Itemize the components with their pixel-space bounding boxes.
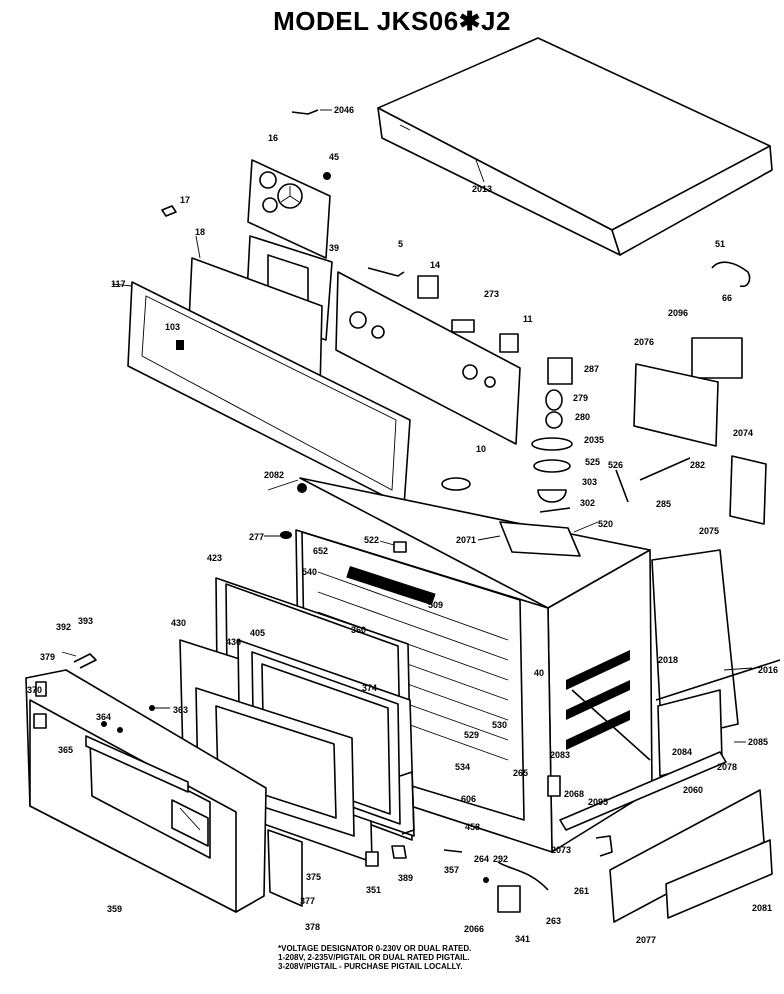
part-label: 45 (329, 152, 339, 162)
part-label: 302 (580, 498, 595, 508)
part-label: 66 (722, 293, 732, 303)
part-label: 351 (366, 885, 381, 895)
part-label: 39 (329, 243, 339, 253)
oven-door (25, 669, 267, 913)
part-label: 365 (58, 745, 73, 755)
part-label: 273 (484, 289, 499, 299)
part-label: 540 (302, 567, 317, 577)
part-label: 534 (455, 762, 470, 772)
part-label: 303 (582, 477, 597, 487)
part-label: 14 (430, 260, 440, 270)
part-label: 2078 (717, 762, 737, 772)
part-label: 2016 (758, 665, 778, 675)
part-label: 2076 (634, 337, 654, 347)
part-label: 2018 (658, 655, 678, 665)
part-label: 2066 (464, 924, 484, 934)
hinge-parts (33, 653, 561, 913)
side-panel (559, 549, 781, 923)
part-label: 2077 (636, 935, 656, 945)
part-label: 526 (608, 460, 623, 470)
diagram-title: MODEL JKS06✱J2 (273, 6, 511, 36)
part-label: 264 (474, 854, 489, 864)
part-label: 16 (268, 133, 278, 143)
note-line: 1-208V, 2-235V/PIGTAIL OR DUAL RATED PIG… (278, 953, 470, 962)
part-label: 360 (351, 625, 366, 635)
voltage-note: *VOLTAGE DESIGNATOR 0-230V OR DUAL RATED… (278, 944, 578, 971)
part-label: 341 (515, 934, 530, 944)
leader-lines (61, 109, 753, 743)
part-label: 265 (513, 768, 528, 778)
part-label: 375 (306, 872, 321, 882)
part-labels: 2046 45 16 17 2013 18 39 5 14 117 273 11… (27, 105, 778, 945)
part-label: 285 (656, 499, 671, 509)
part-label: 359 (107, 904, 122, 914)
part-label: 10 (476, 444, 486, 454)
part-label: 103 (165, 322, 180, 332)
part-label: 2081 (752, 903, 772, 913)
part-label: 522 (364, 535, 379, 545)
part-label: 287 (584, 364, 599, 374)
part-label: 377 (300, 896, 315, 906)
part-label: 117 (111, 279, 126, 289)
part-label: 40 (534, 668, 544, 678)
part-label: 405 (250, 628, 265, 638)
part-label: 51 (715, 239, 725, 249)
part-label: 2074 (733, 428, 753, 438)
part-label: 357 (444, 865, 459, 875)
part-label: 11 (523, 314, 533, 324)
part-label: 2084 (672, 747, 692, 757)
part-label: 2013 (472, 184, 492, 194)
part-label: 458 (465, 822, 480, 832)
part-label: 2035 (584, 435, 604, 445)
part-label: 18 (195, 227, 205, 237)
part-label: 393 (78, 616, 93, 626)
small-parts (161, 109, 767, 553)
control-plate (247, 159, 331, 259)
part-label: 370 (27, 685, 42, 695)
part-label: 379 (40, 652, 55, 662)
part-label: 5 (398, 239, 403, 249)
part-label: 423 (207, 553, 222, 563)
part-label: 279 (573, 393, 588, 403)
part-label: 2085 (748, 737, 768, 747)
control-frame (127, 257, 411, 507)
part-label: 17 (180, 195, 190, 205)
part-label: 374 (362, 683, 377, 693)
control-bracket (335, 271, 521, 445)
part-label: 430 (171, 618, 186, 628)
part-label: 436 (226, 637, 241, 647)
part-label: 363 (173, 705, 188, 715)
part-label: 282 (690, 460, 705, 470)
part-label: 530 (492, 720, 507, 730)
part-label: 509 (428, 600, 443, 610)
part-label: 261 (574, 886, 589, 896)
part-label: 263 (546, 916, 561, 926)
part-label: 378 (305, 922, 320, 932)
part-label: 2075 (699, 526, 719, 536)
part-label: 280 (575, 412, 590, 422)
part-label: 525 (585, 457, 600, 467)
part-label: 2060 (683, 785, 703, 795)
part-label: 292 (493, 854, 508, 864)
part-label: 2073 (551, 845, 571, 855)
part-label: 2046 (334, 105, 354, 115)
part-label: 652 (313, 546, 328, 556)
part-label: 392 (56, 622, 71, 632)
part-label: 529 (464, 730, 479, 740)
part-label: 277 (249, 532, 264, 542)
part-label: 364 (96, 712, 111, 722)
part-label: 520 (598, 519, 613, 529)
part-label: 389 (398, 873, 413, 883)
note-line: *VOLTAGE DESIGNATOR 0-230V OR DUAL RATED… (278, 944, 472, 953)
part-label: 2083 (550, 750, 570, 760)
note-line: 3-208V/PIGTAIL - PURCHASE PIGTAIL LOCALL… (278, 962, 463, 971)
part-label: 2096 (668, 308, 688, 318)
part-label: 2068 (564, 789, 584, 799)
part-label: 2071 (456, 535, 476, 545)
part-label: 606 (461, 794, 476, 804)
top-cover (377, 37, 773, 256)
part-label: 2082 (264, 470, 284, 480)
part-label: 2095 (588, 797, 608, 807)
